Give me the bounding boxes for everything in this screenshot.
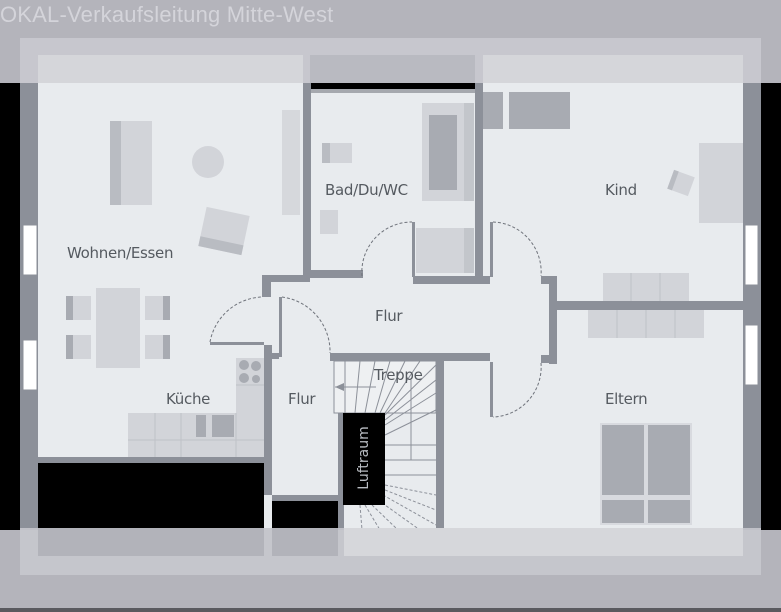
room-label-kind: Kind bbox=[605, 181, 637, 199]
luftraum-void bbox=[343, 413, 385, 505]
room-label-wohnen: Wohnen/Essen bbox=[67, 244, 174, 262]
room-label-eltern: Eltern bbox=[605, 390, 648, 408]
wall-left bbox=[20, 83, 38, 530]
room-label-treppe: Treppe bbox=[374, 366, 423, 384]
void-bottom-left bbox=[38, 462, 264, 530]
room-label-luftraum: Luftraum bbox=[356, 426, 372, 490]
watermark-text: OKAL-Verkaufsleitung Mitte-West bbox=[0, 2, 334, 27]
room-label-kueche: Küche bbox=[166, 390, 211, 408]
void-bottom-mid bbox=[272, 500, 338, 530]
room-label-bad: Bad/Du/WC bbox=[325, 181, 408, 199]
room-label-flur-small: Flur bbox=[288, 390, 316, 408]
room-label-flur-main: Flur bbox=[375, 307, 403, 325]
wall-right bbox=[743, 83, 761, 530]
